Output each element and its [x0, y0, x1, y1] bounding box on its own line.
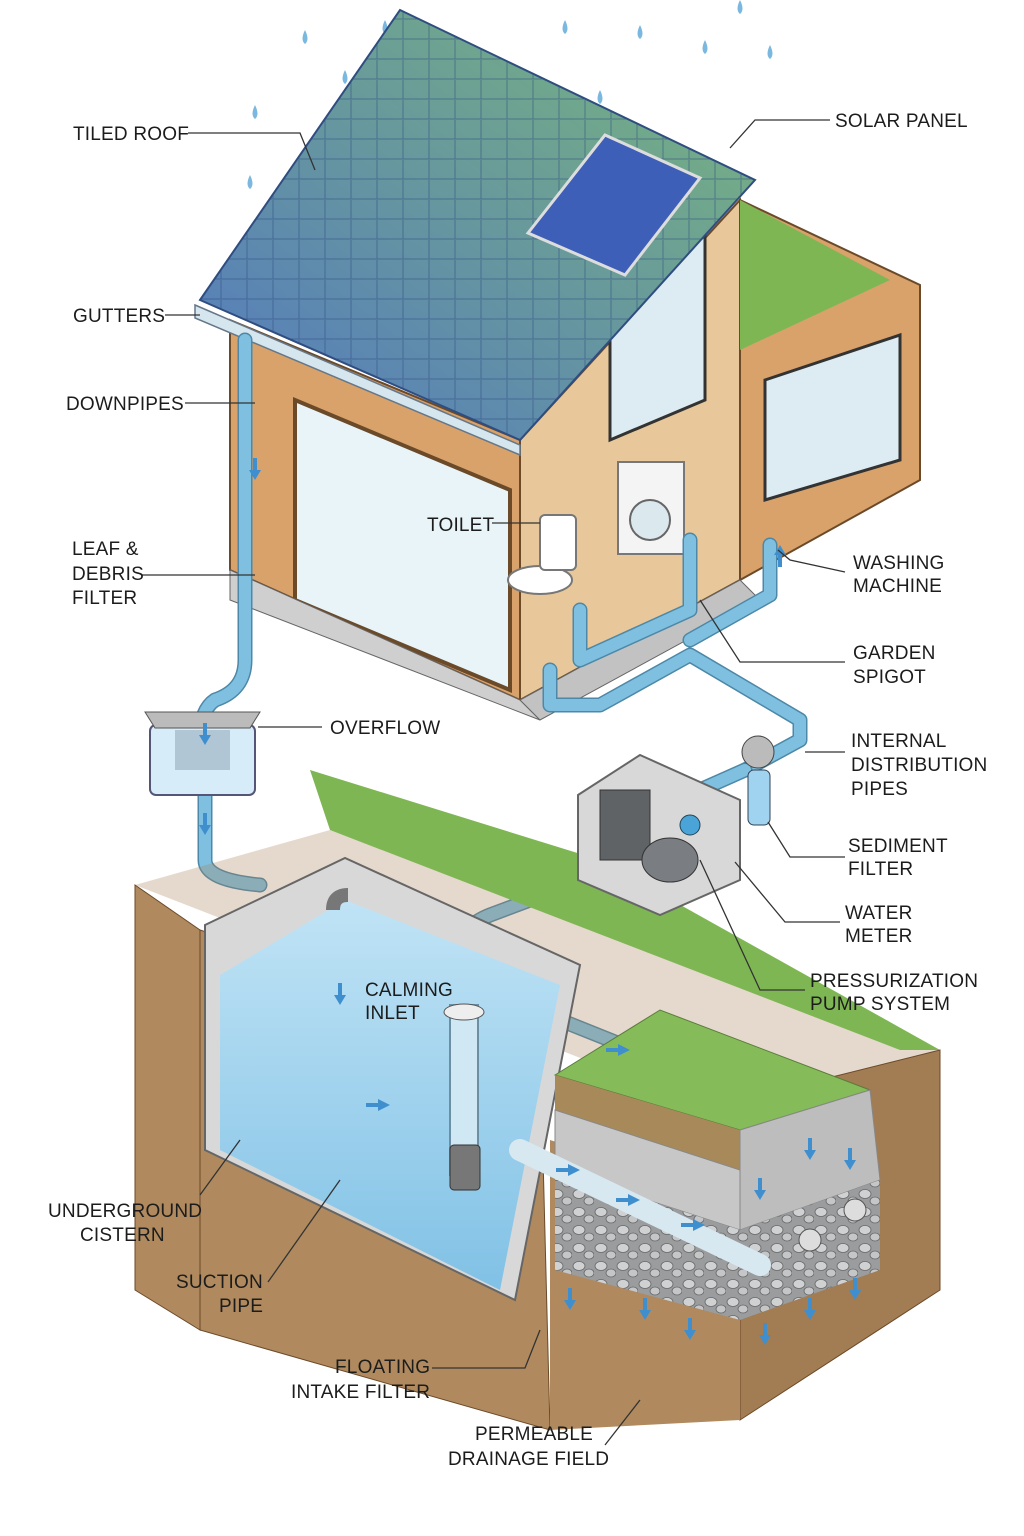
- label-suction-pipe-1: SUCTION: [176, 1272, 263, 1293]
- rain-drops: [247, 0, 773, 189]
- label-garden-spigot-2: SPIGOT: [853, 667, 926, 688]
- label-garden-spigot-1: GARDEN: [853, 643, 936, 664]
- label-sediment-filter-1: SEDIMENT: [848, 836, 948, 857]
- label-downpipes: DOWNPIPES: [66, 394, 184, 415]
- floating-intake-filter-icon: [449, 1144, 481, 1191]
- solar-panel-icon: [525, 133, 703, 277]
- house: [229, 197, 921, 721]
- label-sediment-filter-2: FILTER: [848, 859, 913, 880]
- label-pump-system-1: PRESSURIZATION: [810, 971, 978, 992]
- leader-lines: [142, 119, 846, 1446]
- water-meter-icon: [679, 814, 701, 836]
- gutter: [194, 303, 521, 457]
- label-floating-filter-1: FLOATING: [335, 1357, 430, 1378]
- sediment-filter-icon: [747, 769, 771, 826]
- label-leaf-filter-3: FILTER: [72, 588, 137, 609]
- label-internal-pipes-3: PIPES: [851, 779, 908, 800]
- label-water-meter-2: METER: [845, 926, 913, 947]
- label-leaf-filter-2: DEBRIS: [72, 564, 144, 585]
- label-internal-pipes-1: INTERNAL: [851, 731, 947, 752]
- label-cistern-2: CISTERN: [80, 1225, 165, 1246]
- label-internal-pipes-2: DISTRIBUTION: [851, 755, 987, 776]
- label-washing-machine-2: MACHINE: [853, 576, 942, 597]
- label-cistern-1: UNDERGROUND: [48, 1201, 202, 1222]
- labels: TILED ROOF SOLAR PANEL GUTTERS DOWNPIPES…: [48, 111, 987, 1470]
- tiled-roof: [194, 8, 757, 457]
- label-washing-machine-1: WASHING: [853, 553, 944, 574]
- label-suction-pipe-2: PIPE: [219, 1296, 263, 1317]
- flow-arrows: [199, 458, 861, 1345]
- label-water-meter-1: WATER: [845, 903, 913, 924]
- label-calming-inlet-2: INLET: [365, 1003, 420, 1024]
- label-toilet: TOILET: [427, 515, 495, 536]
- label-overflow: OVERFLOW: [330, 718, 440, 739]
- label-pump-system-2: PUMP SYSTEM: [810, 994, 950, 1015]
- label-drainage-field-2: DRAINAGE FIELD: [448, 1449, 609, 1470]
- label-gutters: GUTTERS: [73, 306, 165, 327]
- label-solar-panel: SOLAR PANEL: [835, 111, 968, 132]
- label-calming-inlet-1: CALMING: [365, 980, 453, 1001]
- pressurization-pump: [577, 735, 775, 917]
- underground-cistern: [204, 856, 582, 1302]
- label-drainage-field-1: PERMEABLE: [475, 1424, 593, 1445]
- leaf-debris-filter: [144, 711, 261, 796]
- label-tiled-roof: TILED ROOF: [73, 124, 189, 145]
- label-leaf-filter-1: LEAF &: [72, 539, 139, 560]
- label-floating-filter-2: INTAKE FILTER: [291, 1382, 430, 1403]
